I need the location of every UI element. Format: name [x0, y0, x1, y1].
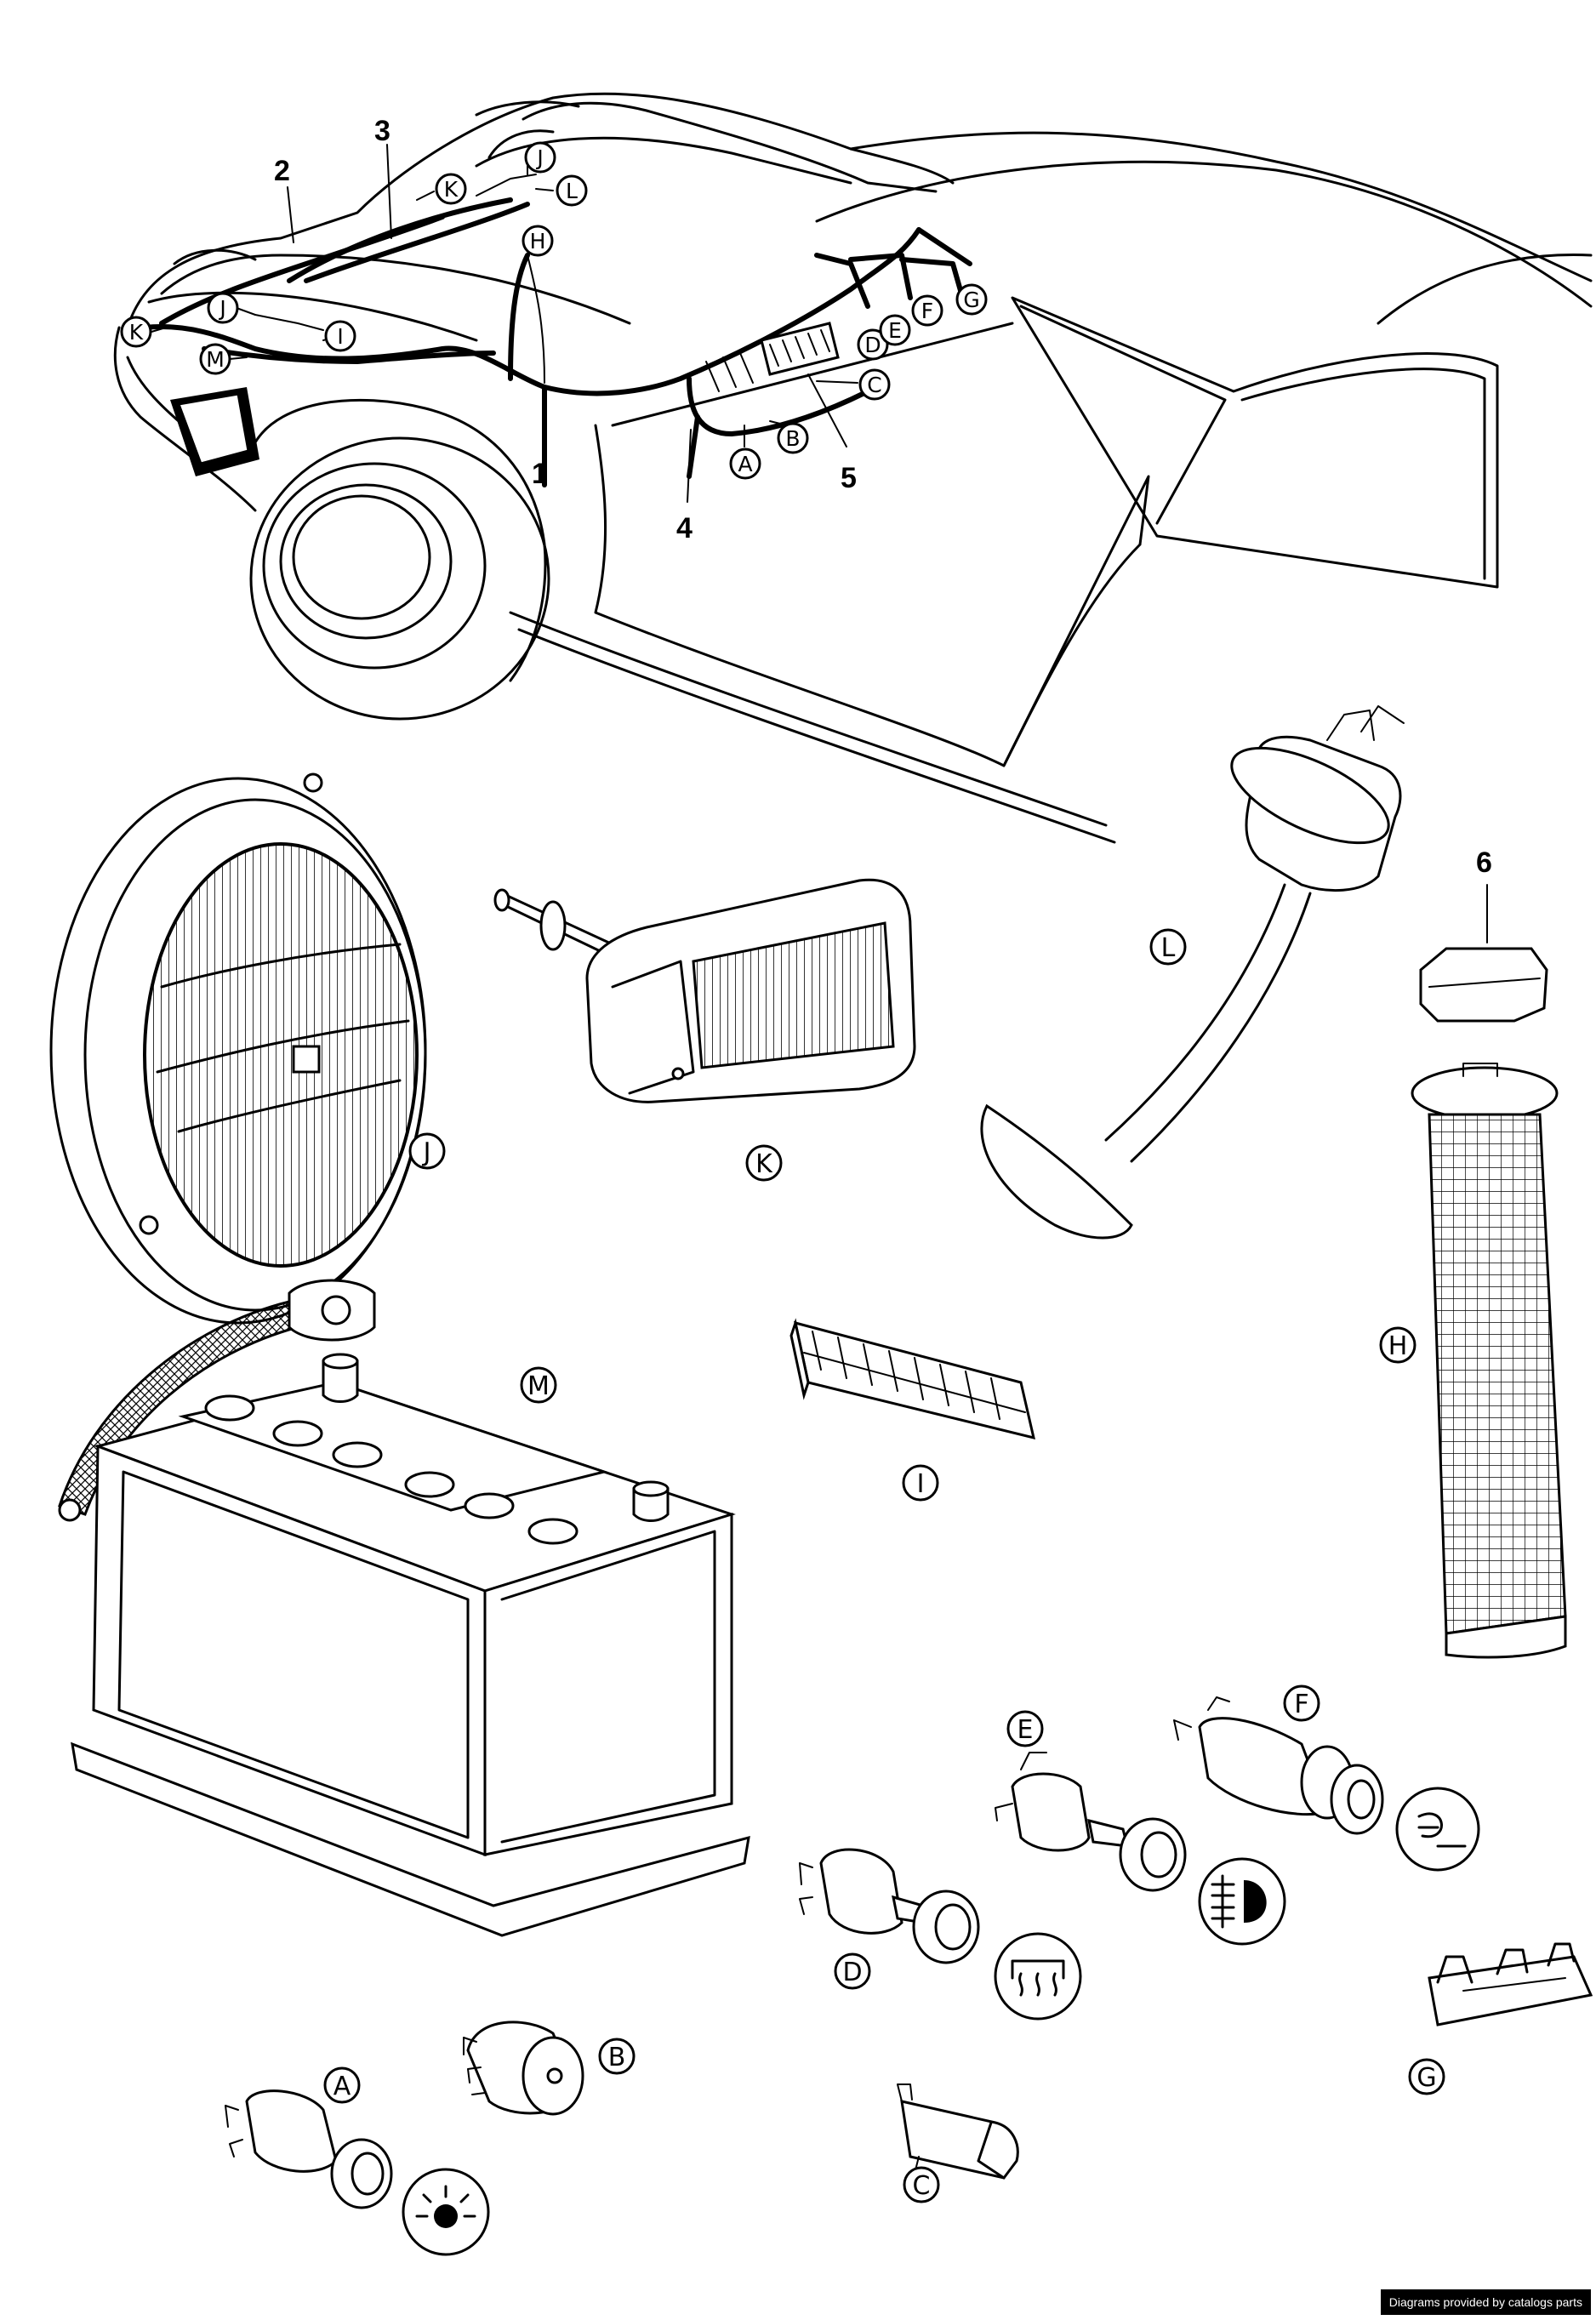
part-label-B: B [598, 2038, 636, 2075]
callout-5: 5 [807, 373, 857, 494]
part-label-H: H [1379, 1326, 1416, 1364]
svg-text:D: D [842, 1958, 862, 1987]
svg-text:5: 5 [841, 462, 857, 494]
rear-defrost-symbol-icon [994, 1932, 1082, 2021]
svg-text:1: 1 [532, 458, 548, 490]
part-label-A: A [323, 2066, 361, 2104]
car-body-outline [113, 92, 1593, 844]
svg-text:A: A [738, 452, 752, 476]
part-horn [980, 705, 1405, 1240]
part-switch-D [799, 1848, 980, 1964]
car-label-C: C [816, 368, 891, 401]
part-fog-light [493, 878, 916, 1103]
svg-text:E: E [1017, 1715, 1034, 1745]
svg-text:G: G [1416, 2063, 1436, 2093]
svg-text:6: 6 [1476, 846, 1492, 879]
car-label-F: F [911, 294, 943, 327]
part-label-E: E [1006, 1710, 1044, 1747]
svg-text:2: 2 [274, 155, 290, 187]
part-fuse-box [789, 1318, 1036, 1440]
part-label-K: K [745, 1144, 783, 1182]
svg-text:B: B [608, 2043, 626, 2072]
part-label-D: D [834, 1952, 871, 1990]
car-label-J-top: J [524, 141, 556, 175]
part-switch-F [1173, 1696, 1384, 1835]
callout-1: 1 [532, 390, 548, 490]
car-label-M: M [199, 343, 248, 375]
part-label-G: G [1408, 2058, 1445, 2095]
callout-2: 2 [274, 155, 294, 243]
part-switch-B [463, 2021, 584, 2116]
fuse-box-on-car [705, 322, 840, 392]
svg-text:C: C [913, 2171, 931, 2201]
svg-text:B: B [785, 426, 800, 451]
interior-light-symbol-icon [402, 2168, 490, 2256]
part-switch-A [225, 2089, 393, 2209]
part-cap: 6 [1419, 846, 1548, 1023]
callout-4: 4 [676, 429, 693, 544]
svg-text:F: F [1294, 1690, 1308, 1719]
part-label-L: L [1149, 928, 1187, 966]
car-label-I: I [324, 320, 356, 352]
car-label-H: H [522, 225, 554, 257]
svg-text:I: I [337, 324, 343, 349]
part-label-F: F [1283, 1684, 1320, 1722]
car-label-A: A [729, 425, 761, 480]
car-label-L: L [535, 174, 588, 207]
callout-3: 3 [374, 115, 392, 239]
part-switch-C [897, 2083, 1019, 2180]
svg-text:4: 4 [676, 512, 693, 544]
part-switch-E [995, 1752, 1187, 1892]
svg-text:3: 3 [374, 115, 390, 147]
svg-text:L: L [1161, 933, 1176, 963]
svg-text:I: I [917, 1469, 925, 1499]
svg-text:C: C [867, 373, 881, 397]
part-label-I: I [902, 1464, 939, 1502]
part-switch-G [1428, 1942, 1593, 2026]
svg-text:F: F [921, 299, 933, 323]
svg-text:E: E [888, 318, 902, 343]
part-headlight [49, 772, 427, 1325]
credit-badge: Diagrams provided by catalogs parts [1380, 2289, 1591, 2315]
car-label-K-top: K [416, 173, 467, 205]
car-label-G: G [955, 283, 988, 316]
svg-text:H: H [1388, 1331, 1408, 1361]
fog-lamp-symbol-icon [1198, 1857, 1286, 1946]
svg-text:M: M [527, 1371, 550, 1401]
svg-text:H: H [530, 229, 546, 254]
svg-text:D: D [864, 333, 881, 357]
part-battery [58, 1279, 750, 1937]
part-label-M: M [520, 1366, 557, 1404]
svg-text:J: J [422, 1137, 431, 1167]
part-fuel-sender [1411, 1063, 1567, 1659]
part-label-C: C [903, 2166, 940, 2203]
svg-text:A: A [333, 2072, 351, 2101]
car-label-J-left: J [207, 292, 256, 324]
svg-text:J: J [218, 296, 225, 321]
svg-text:J: J [535, 145, 543, 170]
part-label-J: J [408, 1132, 446, 1170]
car-label-K-left: K [120, 316, 167, 348]
svg-text:K: K [129, 320, 144, 345]
svg-text:K: K [444, 177, 459, 202]
svg-text:K: K [755, 1149, 773, 1179]
car-label-D: D [857, 328, 889, 361]
car-label-E: E [879, 314, 911, 346]
car-label-B: B [769, 420, 809, 454]
wiring-harness [142, 174, 972, 487]
svg-text:M: M [206, 347, 225, 372]
svg-text:G: G [963, 288, 979, 312]
rear-fog-symbol-icon [1395, 1787, 1480, 1872]
svg-text:L: L [566, 179, 578, 203]
